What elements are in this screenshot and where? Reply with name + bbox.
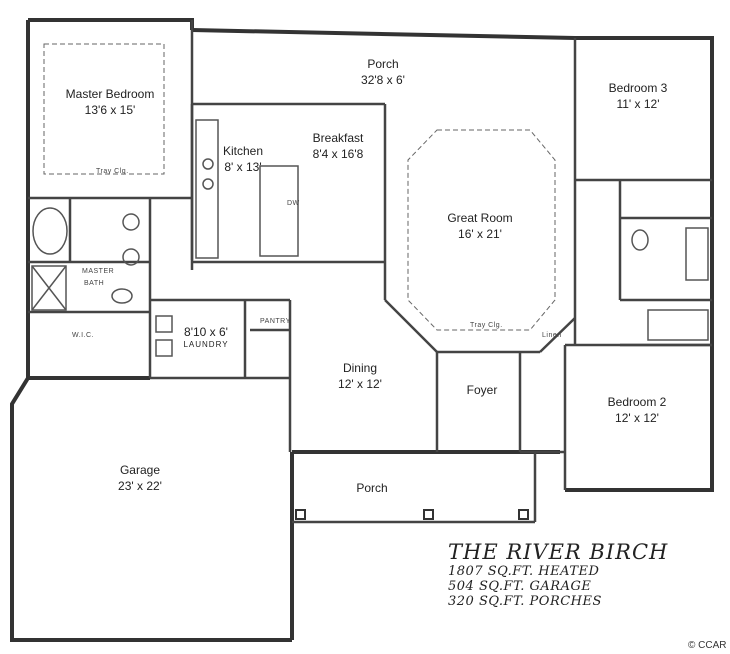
pantry-label: PANTRY (260, 318, 291, 325)
room-size: 23' x 22' (118, 479, 162, 493)
room-size: 12' x 12' (338, 377, 382, 391)
room-size: 8'10 x 6' (184, 325, 228, 339)
dishwasher-label: DW (287, 200, 300, 207)
room-name: Bedroom 2 (607, 395, 667, 409)
room-size: 8'4 x 16'8 (312, 147, 364, 161)
room-porch-top: Porch 32'8 x 6' (361, 56, 405, 88)
room-size: 11' x 12' (616, 97, 660, 111)
room-size: 8' x 13' (224, 160, 262, 174)
watermark: © CCAR (688, 640, 727, 651)
room-breakfast: Breakfast 8'4 x 16'8 (313, 130, 364, 162)
room-great-room: Great Room 16' x 21' (447, 210, 512, 242)
room-name: Great Room (447, 211, 513, 225)
room-name: Master Bedroom (65, 87, 155, 101)
room-dining: Dining 12' x 12' (338, 360, 382, 392)
room-laundry: 8'10 x 6' LAUNDRY (183, 324, 228, 350)
heated-area: 1807 SQ.FT. HEATED (448, 564, 600, 579)
porch-area: 320 SQ.FT. PORCHES (448, 594, 602, 609)
room-name: Dining (342, 361, 378, 375)
room-bedroom-3: Bedroom 3 11' x 12' (609, 80, 668, 112)
room-porch-bottom: Porch (356, 480, 387, 496)
plan-title: THE RIVER BIRCH (448, 540, 669, 564)
room-size: 13'6 x 15' (84, 103, 136, 117)
room-kitchen: Kitchen 8' x 13' (223, 143, 263, 175)
room-size: 32'8 x 6' (361, 73, 405, 87)
room-name: Breakfast (312, 131, 364, 145)
room-name: Garage (119, 463, 161, 477)
room-name: LAUNDRY (183, 340, 229, 349)
room-foyer: Foyer (467, 382, 498, 398)
wic-label: W.I.C. (72, 332, 95, 339)
room-name: Porch (367, 57, 399, 71)
room-name: Foyer (466, 383, 498, 397)
room-name: Bedroom 3 (608, 81, 668, 95)
master-bath-label-1: MASTER (82, 268, 115, 275)
tray-ceiling-great-label: Tray Clg. (470, 322, 503, 329)
title-block: THE RIVER BIRCH 1807 SQ.FT. HEATED 504 S… (448, 540, 668, 609)
room-name: Kitchen (222, 144, 264, 158)
linen-label: Linen (542, 332, 562, 339)
master-bath-label-2: BATH (84, 280, 105, 287)
garage-area: 504 SQ.FT. GARAGE (448, 579, 592, 594)
tray-ceiling-master-label: Tray Clg. (96, 168, 129, 175)
room-size: 16' x 21' (458, 227, 502, 241)
room-size: 12' x 12' (615, 411, 659, 425)
room-bedroom-2: Bedroom 2 12' x 12' (608, 394, 667, 426)
room-name: Porch (356, 481, 388, 495)
room-master-bedroom: Master Bedroom 13'6 x 15' (66, 86, 155, 118)
room-garage: Garage 23' x 22' (118, 462, 162, 494)
